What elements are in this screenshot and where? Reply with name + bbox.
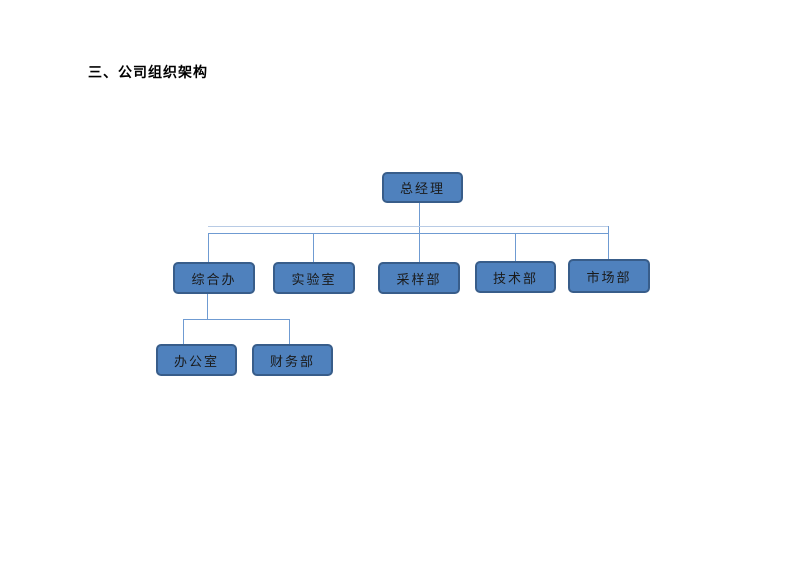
- org-node-label: 综合办: [191, 271, 237, 287]
- org-node-label: 市场部: [586, 269, 632, 285]
- connector-line-ceo-vertical: [419, 202, 420, 262]
- connector-line-bus-main: [208, 233, 609, 234]
- connector-line-drop-jishu: [515, 233, 516, 261]
- connector-line-drop-zonghe: [208, 233, 209, 262]
- connector-line-drop-shichang: [608, 226, 609, 259]
- org-node-office: 办公室: [156, 344, 237, 376]
- connector-line-zonghe-vertical: [207, 294, 208, 319]
- org-node-label: 办公室: [173, 353, 219, 369]
- org-node-finance-dept: 财务部: [252, 344, 333, 376]
- org-node-technical-dept: 技术部: [475, 261, 556, 293]
- org-node-label: 财务部: [269, 353, 315, 369]
- connector-line-sub-bus: [183, 319, 290, 320]
- connector-line-drop-shiyan: [313, 233, 314, 262]
- org-node-general-office: 综合办: [173, 262, 255, 294]
- org-node-label: 实验室: [291, 271, 337, 287]
- org-node-label: 技术部: [492, 270, 538, 286]
- org-node-marketing-dept: 市场部: [568, 259, 650, 293]
- org-node-label: 总经理: [399, 181, 445, 196]
- connector-line-drop-bangong: [183, 319, 184, 344]
- org-node-sampling-dept: 采样部: [378, 262, 460, 294]
- section-heading: 三、公司组织架构: [88, 64, 208, 80]
- org-node-laboratory: 实验室: [273, 262, 355, 294]
- connector-line-drop-caiwu: [289, 319, 290, 344]
- org-node-general-manager: 总经理: [382, 172, 463, 203]
- org-node-label: 采样部: [396, 271, 442, 287]
- connector-line-bus-upper: [208, 226, 609, 227]
